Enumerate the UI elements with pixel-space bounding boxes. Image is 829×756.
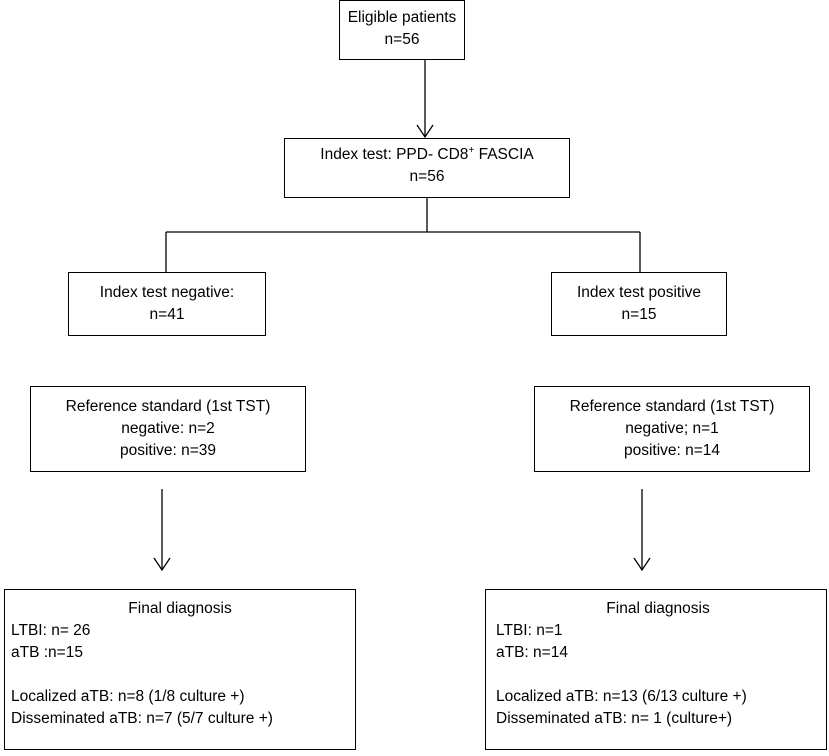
- index-test-box: Index test: PPD- CD8+ FASCIA n=56: [284, 138, 570, 198]
- reference-negative-branch-title: Reference standard (1st TST): [65, 398, 271, 415]
- final-positive-branch-ltbi: LTBI: n=1: [496, 622, 563, 639]
- index-test-count: n=56: [409, 168, 445, 185]
- final-negative-branch-disseminated: Disseminated aTB: n=7 (5/7 culture +): [11, 710, 273, 727]
- eligible-patients-box: Eligible patients n=56: [339, 0, 465, 60]
- index-negative-box: Index test negative: n=41: [68, 272, 266, 336]
- arrowhead-eligible-to-index: [416, 124, 434, 139]
- arrowhead-reference-to-final-right: [633, 557, 651, 572]
- index-test-title-prefix: Index test: PPD- CD8: [320, 146, 469, 163]
- index-positive-count: n=15: [621, 306, 657, 323]
- eligible-title: Eligible patients: [347, 9, 457, 26]
- reference-negative-branch-negative: negative: n=2: [121, 420, 215, 437]
- reference-standard-positive-branch-box: Reference standard (1st TST) negative; n…: [534, 386, 810, 472]
- index-positive-title: Index test positive: [576, 284, 702, 301]
- reference-positive-branch-positive: positive: n=14: [623, 442, 721, 459]
- reference-positive-branch-negative: negative; n=1: [625, 420, 719, 437]
- final-positive-branch-title: Final diagnosis: [606, 600, 710, 617]
- index-negative-count: n=41: [149, 306, 185, 323]
- arrowhead-reference-to-final-left: [153, 557, 171, 572]
- final-positive-branch-localized: Localized aTB: n=13 (6/13 culture +): [496, 688, 747, 705]
- final-negative-branch-ltbi: LTBI: n= 26: [11, 622, 91, 639]
- eligible-count: n=56: [384, 31, 420, 48]
- reference-standard-negative-branch-box: Reference standard (1st TST) negative: n…: [30, 386, 306, 472]
- spacer: [496, 664, 820, 686]
- index-test-title-sup: +: [468, 144, 475, 156]
- index-positive-box: Index test positive n=15: [551, 272, 727, 336]
- final-negative-branch-localized: Localized aTB: n=8 (1/8 culture +): [11, 688, 245, 705]
- final-negative-branch-title: Final diagnosis: [128, 600, 232, 617]
- spacer: [11, 664, 349, 686]
- final-positive-branch-atb: aTB: n=14: [496, 644, 568, 661]
- index-test-title: Index test: PPD- CD8+ FASCIA: [285, 144, 569, 166]
- final-negative-branch-atb: aTB :n=15: [11, 644, 83, 661]
- reference-negative-branch-positive: positive: n=39: [119, 442, 217, 459]
- final-diagnosis-positive-branch-box: Final diagnosis LTBI: n=1 aTB: n=14 Loca…: [485, 589, 827, 750]
- reference-positive-branch-title: Reference standard (1st TST): [569, 398, 775, 415]
- index-negative-title: Index test negative:: [99, 284, 235, 301]
- final-diagnosis-negative-branch-box: Final diagnosis LTBI: n= 26 aTB :n=15 Lo…: [4, 589, 356, 750]
- final-positive-branch-disseminated: Disseminated aTB: n= 1 (culture+): [496, 710, 733, 727]
- index-test-title-suffix: FASCIA: [474, 146, 534, 163]
